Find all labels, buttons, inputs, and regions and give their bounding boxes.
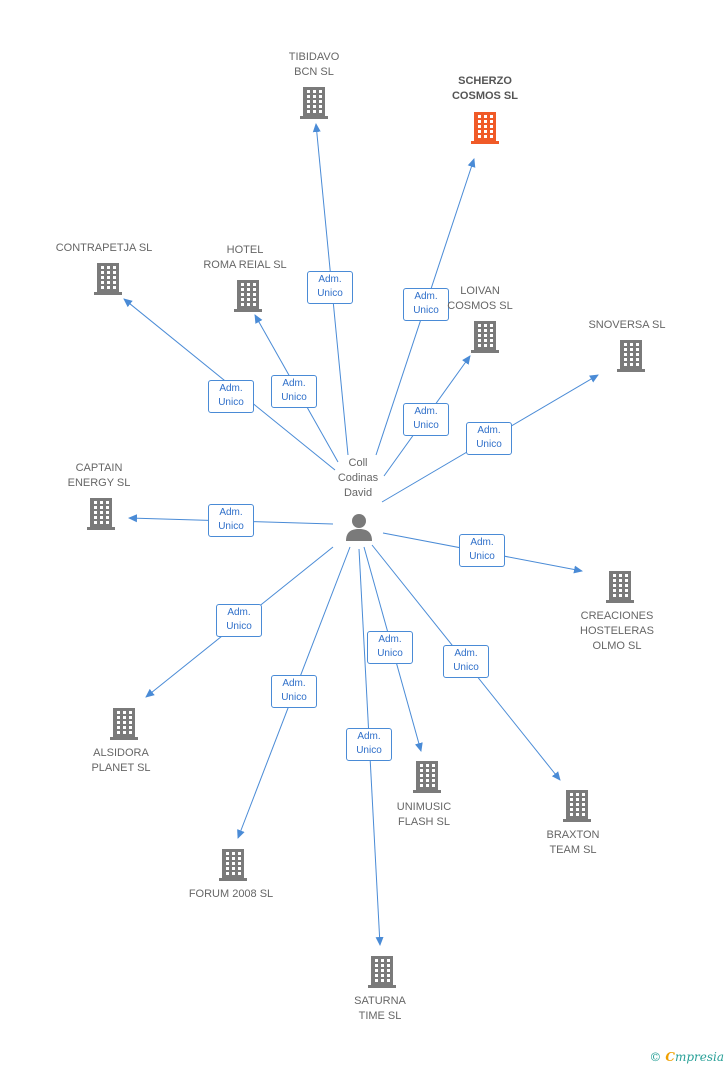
company-label-forum[interactable]: FORUM 2008 SL (188, 888, 274, 900)
role-label-line1: Adm. (282, 678, 306, 689)
building-icon-creaciones[interactable] (605, 569, 635, 603)
role-label-line2: Unico (413, 420, 439, 431)
role-label-line2: Unico (476, 439, 502, 450)
copyright-icon: © (649, 1050, 662, 1064)
company-label-braxton[interactable]: BRAXTON TEAM SL (546, 829, 600, 856)
role-label-scherzo[interactable]: Adm. Unico (403, 288, 449, 321)
role-label-snoversa[interactable]: Adm. Unico (466, 422, 512, 455)
role-label-line2: Unico (281, 692, 307, 703)
role-label-forum[interactable]: Adm. Unico (271, 675, 317, 708)
company-label-hotel-roma[interactable]: HOTEL ROMA REIAL SL (203, 244, 287, 271)
person-icon[interactable] (344, 512, 374, 542)
role-label-line1: Adm. (414, 291, 438, 302)
company-label-tibidavo[interactable]: TIBIDAVO BCN SL (288, 51, 340, 78)
role-label-hotel-roma[interactable]: Adm. Unico (271, 375, 317, 408)
company-label-loivan[interactable]: LOIVAN COSMOS SL (447, 285, 513, 312)
role-label-line2: Unico (226, 621, 252, 632)
company-label-creaciones[interactable]: CREACIONES HOSTELERAS OLMO SL (580, 610, 654, 652)
role-label-line1: Adm. (219, 507, 243, 518)
company-label-snoversa[interactable]: SNOVERSA SL (588, 319, 666, 331)
role-label-alsidora[interactable]: Adm. Unico (216, 604, 262, 637)
role-label-line1: Adm. (454, 648, 478, 659)
role-label-saturna[interactable]: Adm. Unico (346, 728, 392, 761)
role-label-line1: Adm. (282, 378, 306, 389)
role-label-line2: Unico (469, 551, 495, 562)
role-label-line2: Unico (453, 662, 479, 673)
role-label-line1: Adm. (414, 406, 438, 417)
building-icon-loivan[interactable] (470, 319, 500, 353)
building-icon-captain[interactable] (86, 496, 116, 530)
role-label-line1: Adm. (219, 383, 243, 394)
building-icon-contrapetja[interactable] (93, 261, 123, 295)
role-label-line1: Adm. (378, 634, 402, 645)
person-name[interactable]: Coll Codinas David (337, 457, 379, 499)
company-label-unimusic[interactable]: UNIMUSIC FLASH SL (396, 801, 452, 828)
role-label-line2: Unico (218, 397, 244, 408)
building-icon-scherzo[interactable] (470, 110, 500, 144)
building-icon-forum[interactable] (218, 847, 248, 881)
company-label-captain[interactable]: CAPTAIN ENERGY SL (67, 462, 131, 489)
brand-footer[interactable]: ©Cmpresia (649, 1050, 724, 1064)
role-label-line1: Adm. (318, 274, 342, 285)
role-label-line2: Unico (317, 288, 343, 299)
role-label-line2: Unico (281, 392, 307, 403)
company-label-scherzo[interactable]: SCHERZO COSMOS SL (451, 75, 518, 102)
role-label-unimusic[interactable]: Adm. Unico (367, 631, 413, 664)
role-label-line1: Adm. (477, 425, 501, 436)
building-icon-unimusic[interactable] (412, 759, 442, 793)
brand-logo-text: mpresia (674, 1050, 724, 1064)
company-label-saturna[interactable]: SATURNA TIME SL (354, 995, 406, 1022)
role-label-line2: Unico (356, 745, 382, 756)
role-label-creaciones[interactable]: Adm. Unico (459, 534, 505, 567)
brand-logo-letter: C (665, 1050, 675, 1064)
company-label-contrapetja[interactable]: CONTRAPETJA SL (55, 242, 153, 254)
role-label-line2: Unico (377, 648, 403, 659)
building-icon-tibidavo[interactable] (299, 85, 329, 119)
company-label-alsidora[interactable]: ALSIDORA PLANET SL (91, 747, 151, 774)
role-label-line2: Unico (218, 521, 244, 532)
role-label-braxton[interactable]: Adm. Unico (443, 645, 489, 678)
building-icon-braxton[interactable] (562, 788, 592, 822)
role-label-contrapetja[interactable]: Adm. Unico (208, 380, 254, 413)
role-label-line1: Adm. (357, 731, 381, 742)
role-label-captain[interactable]: Adm. Unico (208, 504, 254, 537)
role-label-line1: Adm. (470, 537, 494, 548)
role-label-tibidavo[interactable]: Adm. Unico (307, 271, 353, 304)
role-label-line2: Unico (413, 305, 439, 316)
building-icon-saturna[interactable] (367, 954, 397, 988)
building-icon-snoversa[interactable] (616, 338, 646, 372)
role-label-line1: Adm. (227, 607, 251, 618)
building-icon-alsidora[interactable] (109, 706, 139, 740)
role-label-loivan[interactable]: Adm. Unico (403, 403, 449, 436)
building-icon-hotel-roma[interactable] (233, 278, 263, 312)
